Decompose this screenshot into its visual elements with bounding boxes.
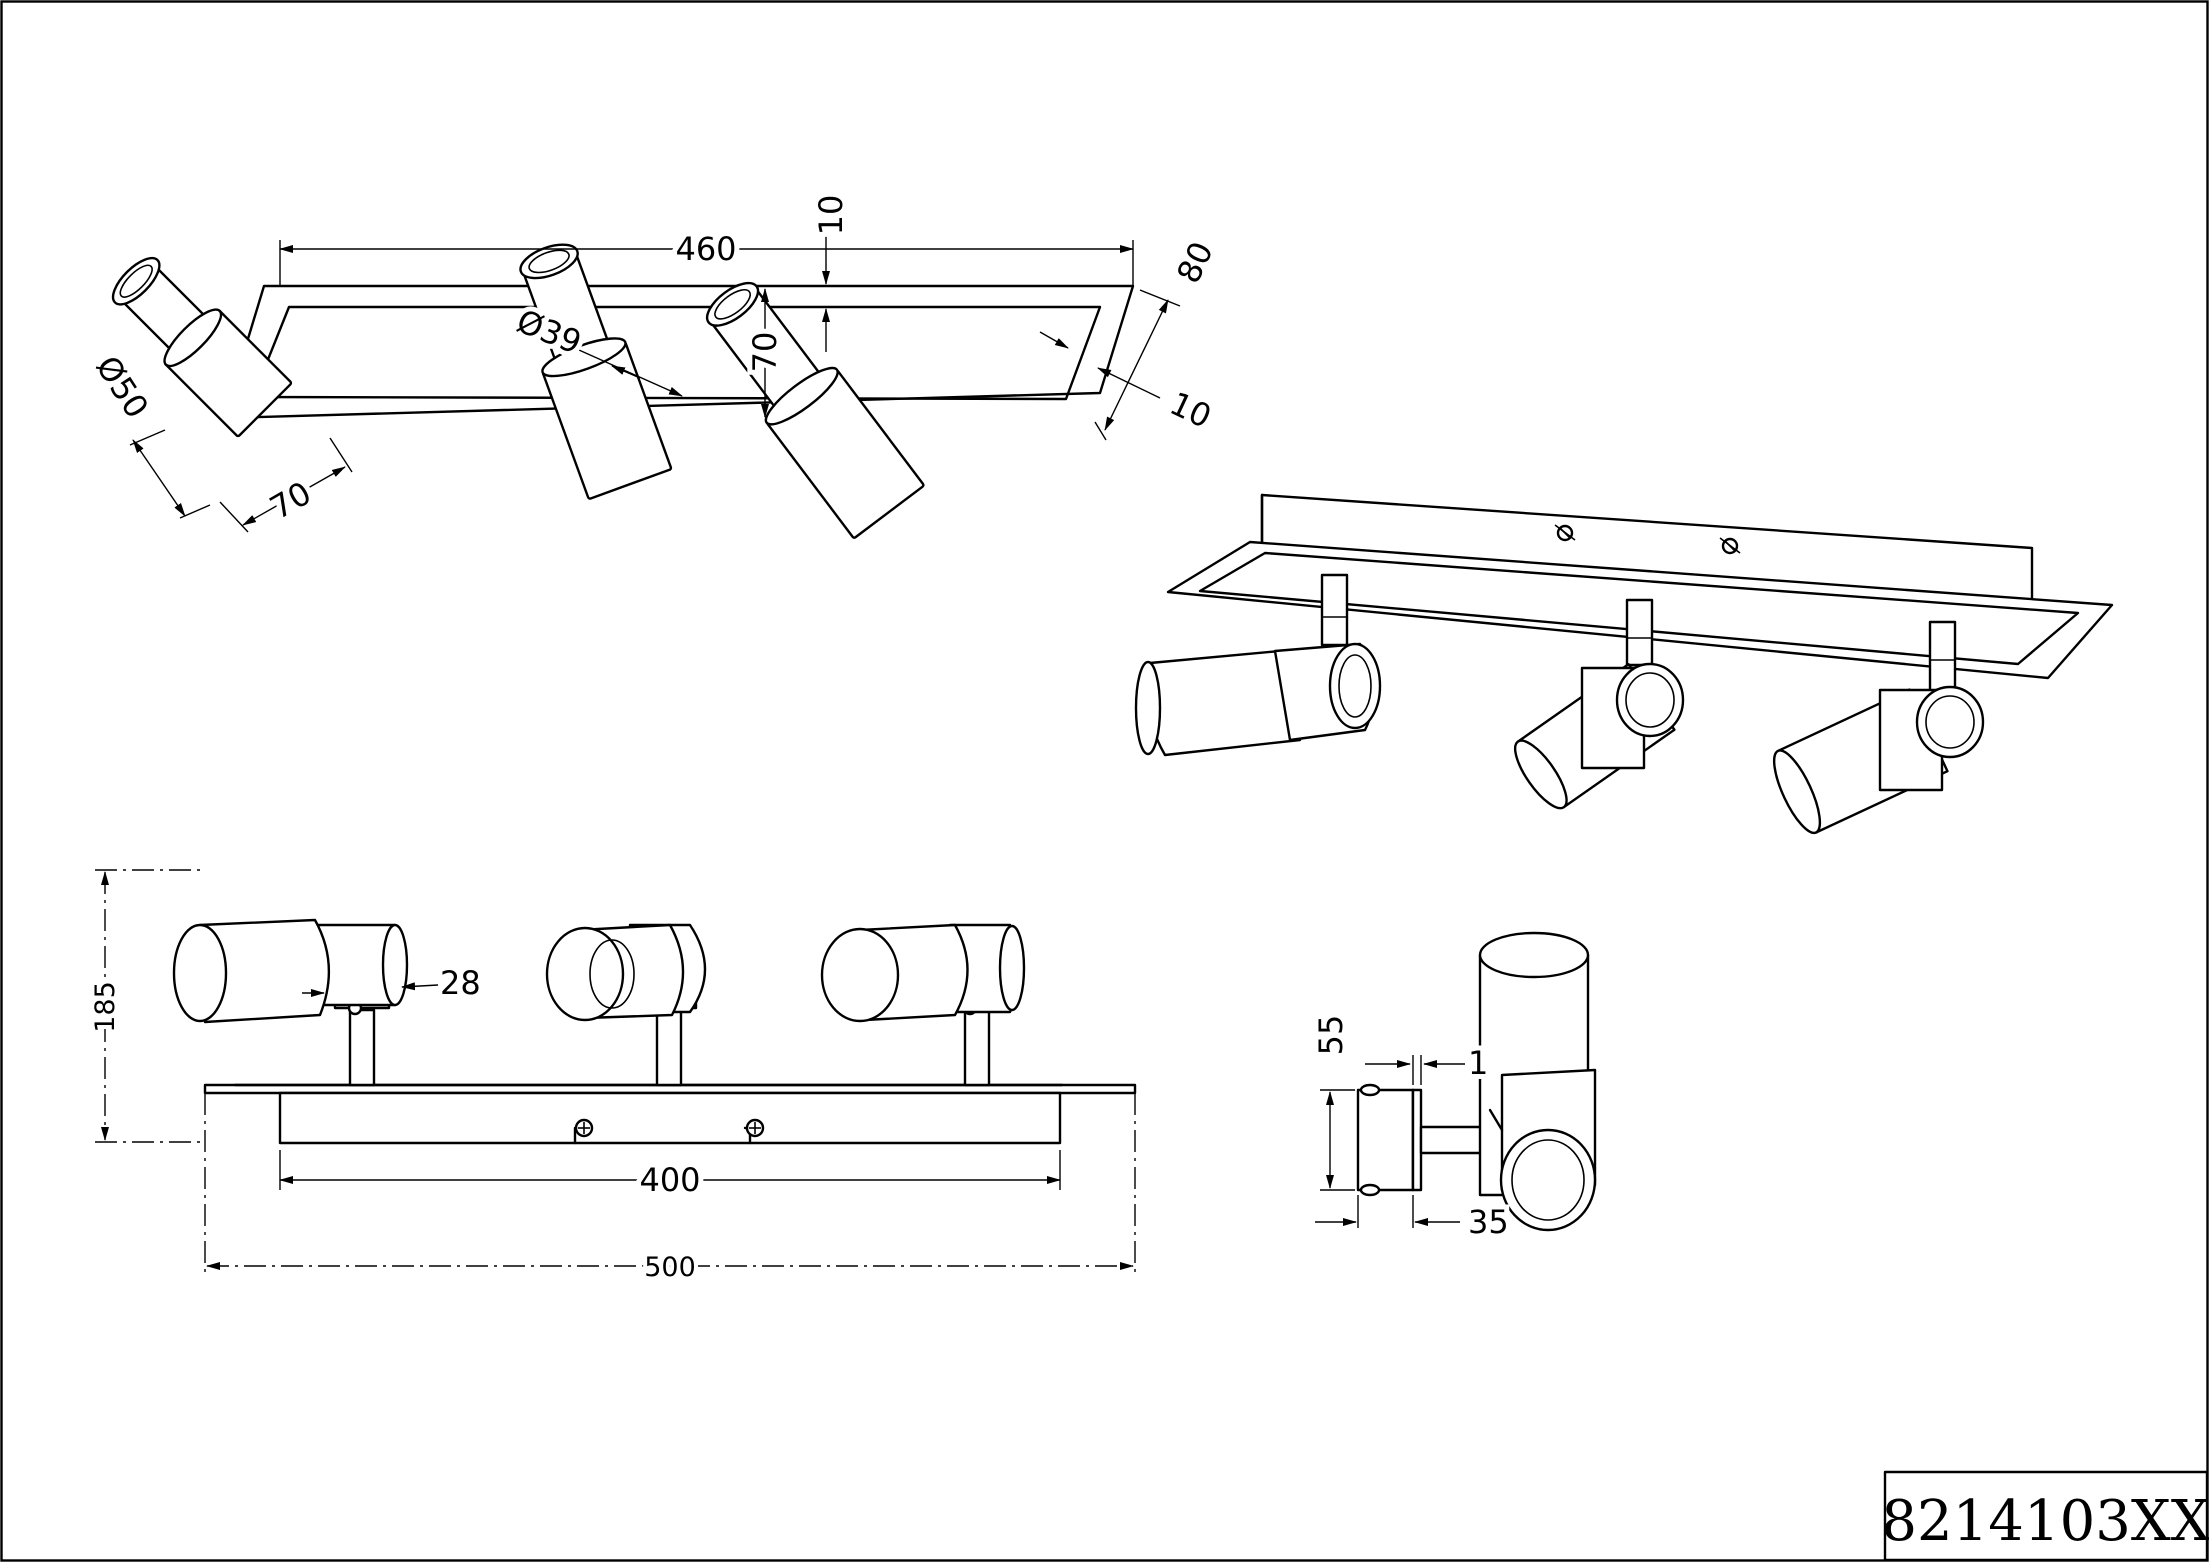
front-spotlight-3 [820, 923, 1026, 1087]
dim-frame-depth: 80 [1169, 236, 1221, 289]
front-view: 185 28 400 500 [86, 869, 1137, 1287]
perspective-spotlight-2 [1514, 598, 1685, 810]
dim-head-length: 70 [263, 474, 317, 527]
dim-mount-spacing: 400 [639, 1161, 700, 1199]
perspective-spotlight-1 [1134, 573, 1382, 757]
dim-plate-height: 70 [746, 332, 784, 373]
spotlight-head-1 [111, 256, 293, 438]
front-screw-2 [743, 1118, 765, 1145]
front-base-box [278, 1091, 1062, 1145]
dim-overall-length: 460 [675, 230, 736, 268]
front-spotlight-1 [172, 918, 409, 1087]
dim-overall-height: 185 [90, 981, 121, 1033]
perspective-screw-2 [1719, 537, 1741, 555]
front-screw-1 [573, 1118, 594, 1145]
title-block: 8214103XX [1881, 1470, 2209, 1562]
dim-base-height: 55 [1312, 1015, 1350, 1056]
dim-gap: 1 [1468, 1044, 1488, 1082]
dim-holder-diameter: 28 [440, 964, 481, 1002]
side-view: 55 1 35 [1307, 931, 1597, 1246]
dim-head-diameter-large: Ø50 [88, 349, 156, 425]
front-spotlight-2 [545, 923, 707, 1087]
perspective-screw-1 [1554, 524, 1576, 542]
side-stem [1419, 1125, 1491, 1155]
product-code: 8214103XX [1881, 1489, 2209, 1554]
dim-total-width: 500 [644, 1252, 696, 1283]
spotlight-head-2 [519, 243, 673, 500]
perspective-plate-inner [1198, 551, 2080, 666]
dim-frame-inset-top: 10 [812, 195, 850, 236]
dim-base-depth: 35 [1468, 1203, 1509, 1241]
perspective-spotlight-3 [1772, 620, 1985, 835]
side-base-box [1356, 1088, 1415, 1192]
spotlight-head-3 [705, 281, 925, 539]
plate-inner-frame [251, 305, 1102, 401]
dim-frame-inset-side: 10 [1164, 384, 1217, 436]
perspective-view [1134, 493, 2114, 835]
side-spotlight-head [1478, 931, 1597, 1232]
top-view: 460 10 70 80 10 Ø50 70 Ø39 [83, 190, 1226, 539]
